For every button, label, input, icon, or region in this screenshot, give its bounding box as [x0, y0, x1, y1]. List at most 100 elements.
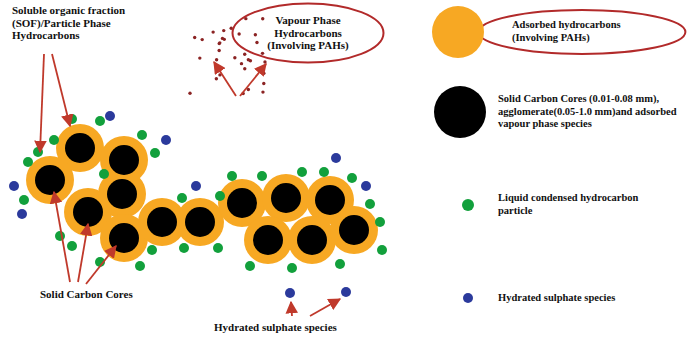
vapour-dot	[215, 58, 218, 61]
sulphate-dot	[191, 181, 201, 191]
vapour-dot	[249, 59, 252, 62]
vapour-dot	[263, 60, 266, 63]
vapour-dot	[255, 41, 258, 44]
carbon-core	[147, 207, 177, 237]
liquid-dot	[179, 243, 189, 253]
carbon-core	[73, 197, 103, 227]
carbon-core	[315, 185, 345, 215]
vapour-dot	[233, 56, 236, 59]
legend-swatch	[432, 6, 484, 58]
vapour-dot	[243, 67, 246, 70]
liquid-dot	[215, 191, 225, 201]
leader-arrow	[240, 64, 266, 96]
sof-label: Soluble organic fraction (SOF)/Particle …	[12, 4, 152, 42]
sulphate-dot	[341, 287, 351, 297]
adsorbed-shell	[176, 198, 224, 246]
legend-swatch	[462, 199, 474, 211]
legend-swatch	[463, 293, 473, 303]
liquid-dot	[19, 195, 29, 205]
leader-arrow	[310, 299, 340, 316]
liquid-dot	[213, 243, 223, 253]
adsorbed-shell	[262, 174, 310, 222]
adsorbed-shell	[330, 206, 378, 254]
liquid-dot	[49, 135, 59, 145]
adsorbed-shell	[244, 216, 292, 264]
liquid-dot	[257, 171, 267, 181]
leader-arrow	[78, 224, 88, 282]
liquid-dot	[150, 148, 160, 158]
leader-arrow	[52, 54, 70, 126]
vapour-dot	[237, 32, 240, 35]
vapour-dot	[211, 30, 214, 33]
sulphate-dot	[17, 209, 27, 219]
liquid-dot	[95, 116, 105, 126]
core-label: Solid Carbon Cores	[40, 288, 160, 301]
ellipse-outline	[233, 4, 384, 63]
liquid-dot	[33, 147, 43, 157]
vapour-dot	[218, 41, 221, 44]
vapour-dot	[261, 17, 264, 20]
carbon-core	[227, 188, 257, 218]
liquid-dot	[245, 261, 255, 271]
vapour-dot	[254, 33, 257, 36]
vapour-dot	[261, 52, 264, 55]
vapour-ellipse: Vapour Phase Hydrocarbons (Involving PAH…	[231, 2, 385, 64]
carbon-core	[65, 133, 95, 163]
legend-text: Adsorbed hydrocarbons (Involving PAHs)	[512, 19, 652, 44]
liquid-dot	[135, 261, 145, 271]
vapour-dot	[221, 37, 224, 40]
legend-text: Hydrated sulphate species	[498, 292, 673, 305]
sulphate-label: Hydrated sulphate species	[214, 321, 384, 334]
carbon-core	[185, 207, 215, 237]
liquid-dot	[67, 241, 77, 251]
vapour-dot	[215, 77, 218, 80]
vapour-dot	[240, 62, 243, 65]
carbon-core	[339, 215, 369, 245]
liquid-dot	[99, 169, 109, 179]
vapour-dot	[222, 29, 225, 32]
leader-arrow	[291, 302, 292, 316]
liquid-dot	[297, 167, 307, 177]
carbon-core	[107, 179, 137, 209]
carbon-core	[35, 165, 65, 195]
liquid-dot	[287, 263, 297, 273]
carbon-core	[253, 225, 283, 255]
vapour-dot	[218, 42, 221, 45]
node-text: Vapour Phase Hydrocarbons (Involving PAH…	[258, 14, 358, 52]
carbon-core	[271, 183, 301, 213]
sulphate-dot	[105, 111, 115, 121]
carbon-core	[297, 225, 327, 255]
vapour-dot	[188, 91, 191, 94]
vapour-dot	[201, 38, 204, 41]
sulphate-dot	[331, 153, 341, 163]
liquid-dot	[319, 167, 329, 177]
sulphate-dot	[161, 135, 171, 145]
sulphate-dot	[9, 181, 19, 191]
vapour-dot	[193, 36, 196, 39]
vapour-dot	[262, 82, 265, 85]
liquid-dot	[377, 245, 387, 255]
leader-arrow	[40, 54, 44, 152]
liquid-dot	[375, 217, 385, 227]
highlight-ring	[479, 10, 686, 54]
vapour-dot	[261, 90, 264, 93]
liquid-dot	[55, 231, 65, 241]
liquid-dot	[177, 193, 187, 203]
leader-arrow	[86, 246, 116, 284]
leader-arrow	[214, 62, 236, 96]
legend-text: Solid Carbon Cores (0.01-0.08 mm), agglo…	[498, 93, 690, 131]
liquid-dot	[137, 130, 147, 140]
vapour-dot	[262, 72, 265, 75]
adsorbed-shell	[288, 216, 336, 264]
sulphate-dot	[285, 288, 295, 298]
leader-arrow	[54, 192, 70, 282]
liquid-dot	[335, 259, 345, 269]
legend-swatch	[434, 86, 486, 138]
vapour-dot	[198, 56, 201, 59]
liquid-dot	[147, 245, 157, 255]
sulphate-dot	[361, 181, 371, 191]
liquid-dot	[365, 199, 375, 209]
vapour-dot	[217, 49, 220, 52]
liquid-dot	[347, 173, 357, 183]
